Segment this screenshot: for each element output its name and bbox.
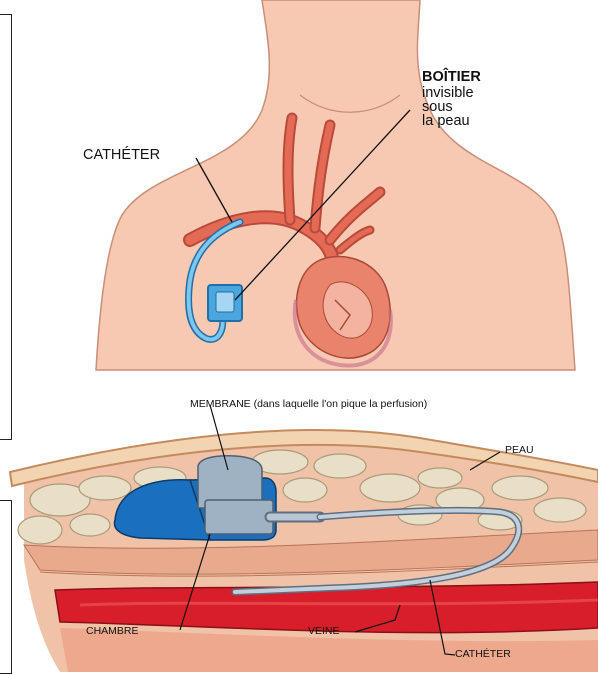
label-boitier-line3: sous [422,100,474,114]
label-membrane: MEMBRANE (dans laquelle l'on pique la pe… [190,398,427,410]
label-boitier-line1: BOÎTIER [422,70,481,84]
label-chambre: CHAMBRE [86,625,139,637]
membrane [198,456,273,534]
label-veine: VEINE [308,625,340,637]
label-boitier-rest: invisible sous la peau [422,86,474,128]
label-boitier-line4: la peau [422,114,474,128]
label-peau: PEAU [505,444,534,456]
label-catheter-top: CATHÉTER [83,148,160,162]
label-boitier: BOÎTIER [422,70,481,84]
heart [295,256,391,365]
label-boitier-line2: invisible [422,86,474,100]
boitier-box [208,285,242,321]
label-catheter-bottom: CATHÉTER [455,648,511,660]
